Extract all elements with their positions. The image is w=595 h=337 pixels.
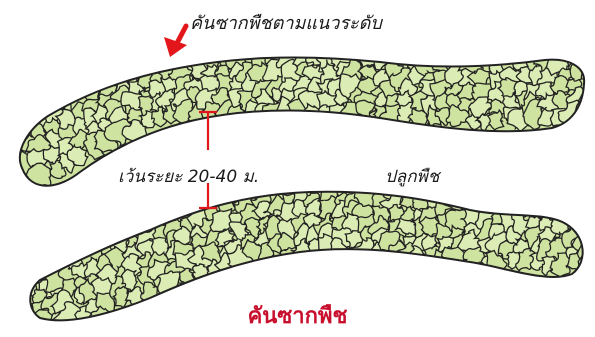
foliage-clump [578, 214, 595, 234]
foliage-clump [157, 271, 182, 295]
foliage-clump [543, 200, 564, 218]
foliage-clump [176, 48, 191, 67]
foliage-clump [578, 254, 595, 280]
foliage-clump [578, 54, 595, 70]
foliage-clump [560, 197, 591, 226]
foliage-clump [9, 178, 30, 199]
spacing-measure-bracket [199, 112, 217, 208]
contour-hedge-label: คันซากพืชตามแนวระดับ [190, 8, 382, 37]
top-hedge-row [1, 43, 595, 199]
down-left-arrow-icon [164, 26, 187, 57]
spacing-label: เว้นระยะ 20-40 ม. [118, 163, 259, 190]
crop-area-label: ปลูกพืช [385, 163, 439, 190]
diagram-caption: คันซากพืช [0, 298, 595, 333]
foliage-clump [581, 207, 595, 225]
